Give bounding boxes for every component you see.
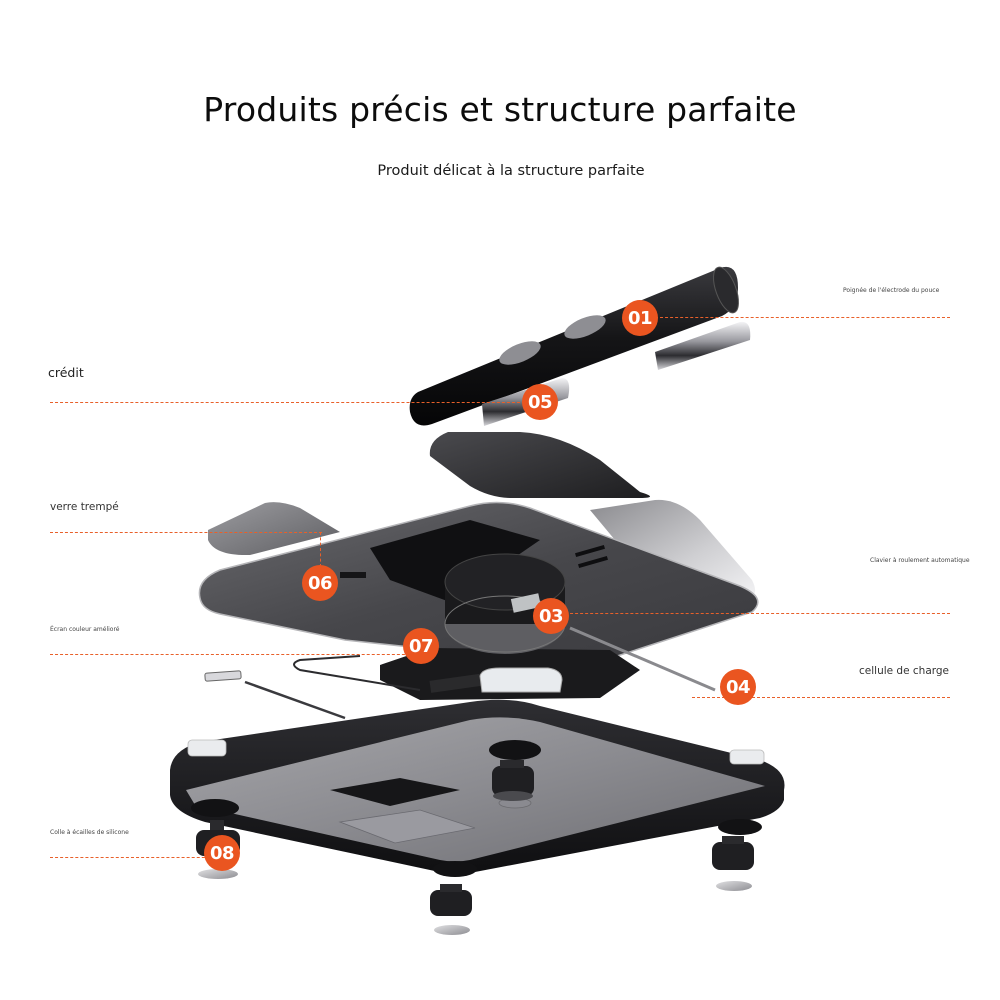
leader-line-07: [50, 654, 420, 655]
callout-label-electrode-handle: Poignée de l'électrode du pouce: [843, 287, 940, 294]
page-subtitle: Produit délicat à la structure parfaite: [377, 163, 645, 179]
callout-label-tempered-glass: verre trempé: [50, 501, 119, 513]
scale-base: [170, 699, 785, 877]
callout-label-credit: crédit: [48, 365, 84, 380]
callout-label-auto-keyboard: Clavier à roulement automatique: [870, 557, 970, 564]
callout-label-silicone-glue: Colle à écailles de silicone: [50, 829, 129, 836]
leader-line-04: [692, 697, 950, 698]
callout-badge-05: 05: [522, 384, 558, 420]
leader-line-06-vertical: [320, 532, 321, 567]
callout-badge-08: 08: [204, 835, 240, 871]
callout-badge-03: 03: [533, 598, 569, 634]
page-title: Produits précis et structure parfaite: [203, 90, 797, 129]
leader-line-01: [655, 317, 950, 318]
leader-line-03: [560, 613, 950, 614]
callout-badge-01: 01: [622, 300, 658, 336]
leader-line-06: [50, 532, 322, 533]
leader-line-08: [50, 857, 220, 858]
callout-label-load-cell: cellule de charge: [859, 665, 950, 677]
electrode-handle: [409, 266, 739, 426]
foot-center-top: [492, 760, 534, 801]
callout-badge-06: 06: [302, 565, 338, 601]
foot-center-bottom: [430, 884, 472, 935]
callout-badge-07: 07: [403, 628, 439, 664]
leader-line-05: [50, 402, 530, 403]
callout-label-color-screen: Écran couleur amélioré: [50, 626, 120, 633]
callout-badge-04: 04: [720, 669, 756, 705]
foot-right: [712, 836, 754, 891]
